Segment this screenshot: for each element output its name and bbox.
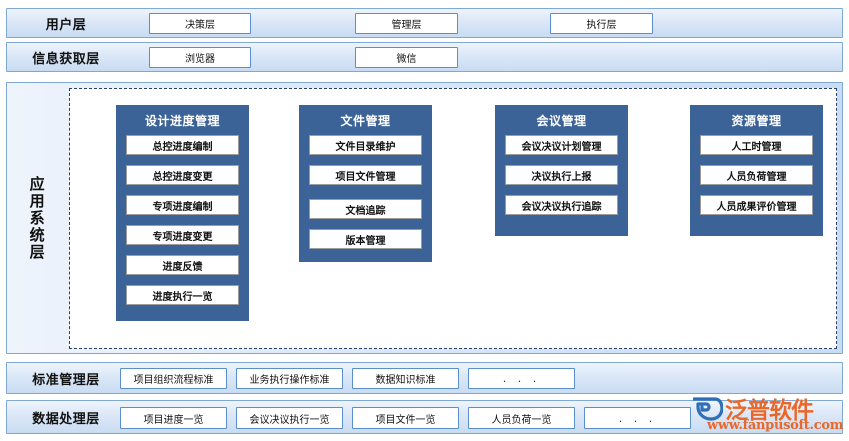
chip-user-0[interactable]: 决策层 [149, 13, 251, 34]
chip-data-0[interactable]: 项目进度一览 [120, 407, 227, 429]
layer-items-user: 决策层 管理层 执行层 [7, 9, 842, 37]
chip-standard-2[interactable]: 数据知识标准 [352, 368, 459, 389]
layer-row-data: 数据处理层 项目进度一览 会议决议执行一览 项目文件一览 人员负荷一览 . . … [6, 400, 843, 434]
chip-data-1[interactable]: 会议决议执行一览 [236, 407, 343, 429]
module-title-0: 设计进度管理 [144, 114, 220, 128]
module-item-3-1[interactable]: 人员负荷管理 [700, 165, 813, 185]
chip-info-0[interactable]: 浏览器 [149, 47, 251, 68]
layer-label-user: 用户层 [45, 17, 87, 33]
module-item-0-0[interactable]: 总控进度编制 [126, 135, 239, 155]
module-item-0-2[interactable]: 专项进度编制 [126, 195, 239, 215]
chip-user-2[interactable]: 执行层 [550, 13, 653, 34]
module-card-0[interactable]: 设计进度管理 总控进度编制 总控进度变更 专项进度编制 专项进度变更 进度反馈 … [116, 105, 249, 321]
chip-standard-3[interactable]: . . . [468, 368, 575, 389]
layer-row-standard: 标准管理层 项目组织流程标准 业务执行操作标准 数据知识标准 . . . [6, 362, 843, 394]
layer-items-standard: 项目组织流程标准 业务执行操作标准 数据知识标准 . . . [7, 363, 842, 393]
layer-label-application: 应用系统层 [27, 175, 46, 261]
layer-label-data: 数据处理层 [32, 411, 100, 427]
layer-items-data: 项目进度一览 会议决议执行一览 项目文件一览 人员负荷一览 . . . [7, 401, 842, 433]
chip-info-1[interactable]: 微信 [355, 47, 458, 68]
layer-label-standard: 标准管理层 [32, 372, 100, 388]
module-item-1-0[interactable]: 文件目录维护 [309, 135, 422, 155]
module-item-0-4[interactable]: 进度反馈 [126, 255, 239, 275]
module-item-0-5[interactable]: 进度执行一览 [126, 285, 239, 305]
module-card-1[interactable]: 文件管理 文件目录维护 项目文件管理 文档追踪 版本管理 [299, 105, 432, 262]
module-item-2-2[interactable]: 会议决议执行追踪 [505, 195, 618, 215]
module-item-3-2[interactable]: 人员成果评价管理 [700, 195, 813, 215]
chip-data-3[interactable]: 人员负荷一览 [468, 407, 575, 429]
layer-items-info: 浏览器 微信 [7, 43, 842, 71]
module-item-2-1[interactable]: 决议执行上报 [505, 165, 618, 185]
module-title-3: 资源管理 [731, 114, 782, 128]
module-title-1: 文件管理 [340, 114, 391, 128]
chip-data-4[interactable]: . . . [584, 407, 691, 429]
layer-row-info: 信息获取层 浏览器 微信 [6, 42, 843, 72]
chip-standard-0[interactable]: 项目组织流程标准 [120, 368, 227, 389]
module-item-0-1[interactable]: 总控进度变更 [126, 165, 239, 185]
module-item-2-0[interactable]: 会议决议计划管理 [505, 135, 618, 155]
module-title-2: 会议管理 [536, 114, 587, 128]
module-card-3[interactable]: 资源管理 人工时管理 人员负荷管理 人员成果评价管理 [690, 105, 823, 236]
module-item-1-3[interactable]: 版本管理 [309, 229, 422, 249]
chip-data-2[interactable]: 项目文件一览 [352, 407, 459, 429]
layer-row-application: 应用系统层 设计进度管理 总控进度编制 总控进度变更 专项进度编制 专项进度变更… [6, 82, 843, 354]
module-item-0-3[interactable]: 专项进度变更 [126, 225, 239, 245]
chip-user-1[interactable]: 管理层 [355, 13, 458, 34]
module-item-3-0[interactable]: 人工时管理 [700, 135, 813, 155]
module-card-2[interactable]: 会议管理 会议决议计划管理 决议执行上报 会议决议执行追踪 [495, 105, 628, 236]
module-item-1-2[interactable]: 文档追踪 [309, 199, 422, 219]
layer-row-user: 用户层 决策层 管理层 执行层 [6, 8, 843, 38]
application-modules-container: 设计进度管理 总控进度编制 总控进度变更 专项进度编制 专项进度变更 进度反馈 … [69, 88, 837, 349]
chip-standard-1[interactable]: 业务执行操作标准 [236, 368, 343, 389]
layer-label-info: 信息获取层 [32, 51, 100, 67]
module-item-1-1[interactable]: 项目文件管理 [309, 165, 422, 185]
